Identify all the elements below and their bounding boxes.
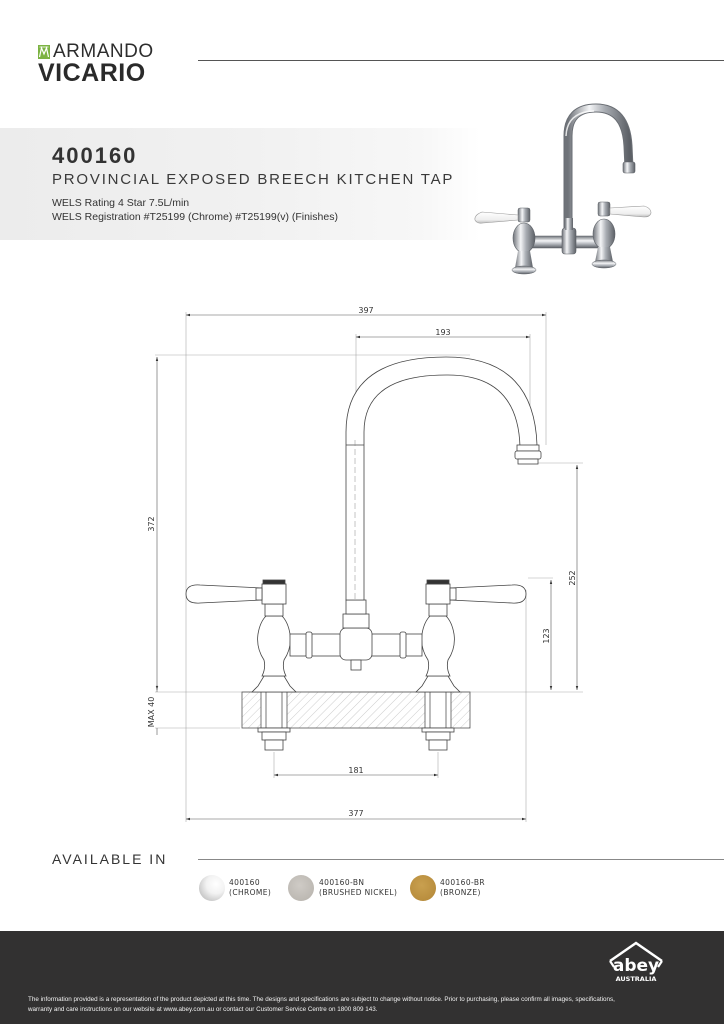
product-name: PROVINCIAL EXPOSED BREECH KITCHEN TAP xyxy=(52,171,455,188)
available-in-heading: AVAILABLE IN xyxy=(52,851,168,867)
wels-registration: WELS Registration #T25199 (Chrome) #T251… xyxy=(52,211,338,223)
finish-code: 400160-BN xyxy=(319,878,365,887)
finish-label-bronze: 400160-BR (BRONZE) xyxy=(440,878,485,898)
brand-mark-icon xyxy=(38,45,50,59)
available-in-divider xyxy=(198,859,724,860)
abey-logo-text: abey xyxy=(613,956,659,976)
finish-name: (BRUSHED NICKEL) xyxy=(319,888,398,897)
footer xyxy=(0,931,724,1024)
finish-swatch-brushed-nickel xyxy=(288,875,314,901)
title-band xyxy=(0,128,420,240)
finish-name: (BRONZE) xyxy=(440,888,481,897)
header-divider xyxy=(198,60,724,61)
dim-max-bench-thickness: MAX 40 xyxy=(147,697,156,728)
disclaimer-line-2: warranty and care instructions on our we… xyxy=(28,1006,378,1013)
finish-swatch-chrome xyxy=(199,875,225,901)
wels-rating: WELS Rating 4 Star 7.5L/min xyxy=(52,197,190,209)
product-code: 400160 xyxy=(52,143,138,168)
dim-overall-height: 372 xyxy=(147,516,156,531)
finish-code: 400160-BR xyxy=(440,878,486,887)
dim-spout-outlet-height: 252 xyxy=(568,570,577,585)
abey-australia-logo: abey AUSTRALIA xyxy=(606,939,666,983)
finish-swatch-bronze xyxy=(410,875,436,901)
disclaimer-line-1: The information provided is a representa… xyxy=(28,996,615,1003)
finish-name: (CHROME) xyxy=(229,888,272,897)
dim-handle-height: 123 xyxy=(542,628,551,643)
brand-name-line1: ARMANDO xyxy=(53,41,154,62)
finish-code: 400160 xyxy=(229,878,261,887)
finish-label-brushed-nickel: 400160-BN (BRUSHED NICKEL) xyxy=(319,878,397,898)
product-photo xyxy=(468,96,658,282)
finish-label-chrome: 400160 (CHROME) xyxy=(229,878,271,898)
armando-vicario-logo: ARMANDO VICARIO xyxy=(38,42,178,86)
technical-drawing: 397 193 372 252 123 MAX 40 181 377 xyxy=(0,290,724,830)
dim-overall-width-top: 397 xyxy=(358,306,373,315)
footer-disclaimer: The information provided is a representa… xyxy=(28,995,718,1015)
title-band-fade xyxy=(420,128,480,240)
dim-spout-reach: 193 xyxy=(435,328,450,337)
dim-overall-width-bottom: 377 xyxy=(348,809,363,818)
abey-logo-subtext: AUSTRALIA xyxy=(616,975,657,983)
brand-name-line2: VICARIO xyxy=(38,59,146,87)
dim-hole-centres: 181 xyxy=(348,766,363,775)
